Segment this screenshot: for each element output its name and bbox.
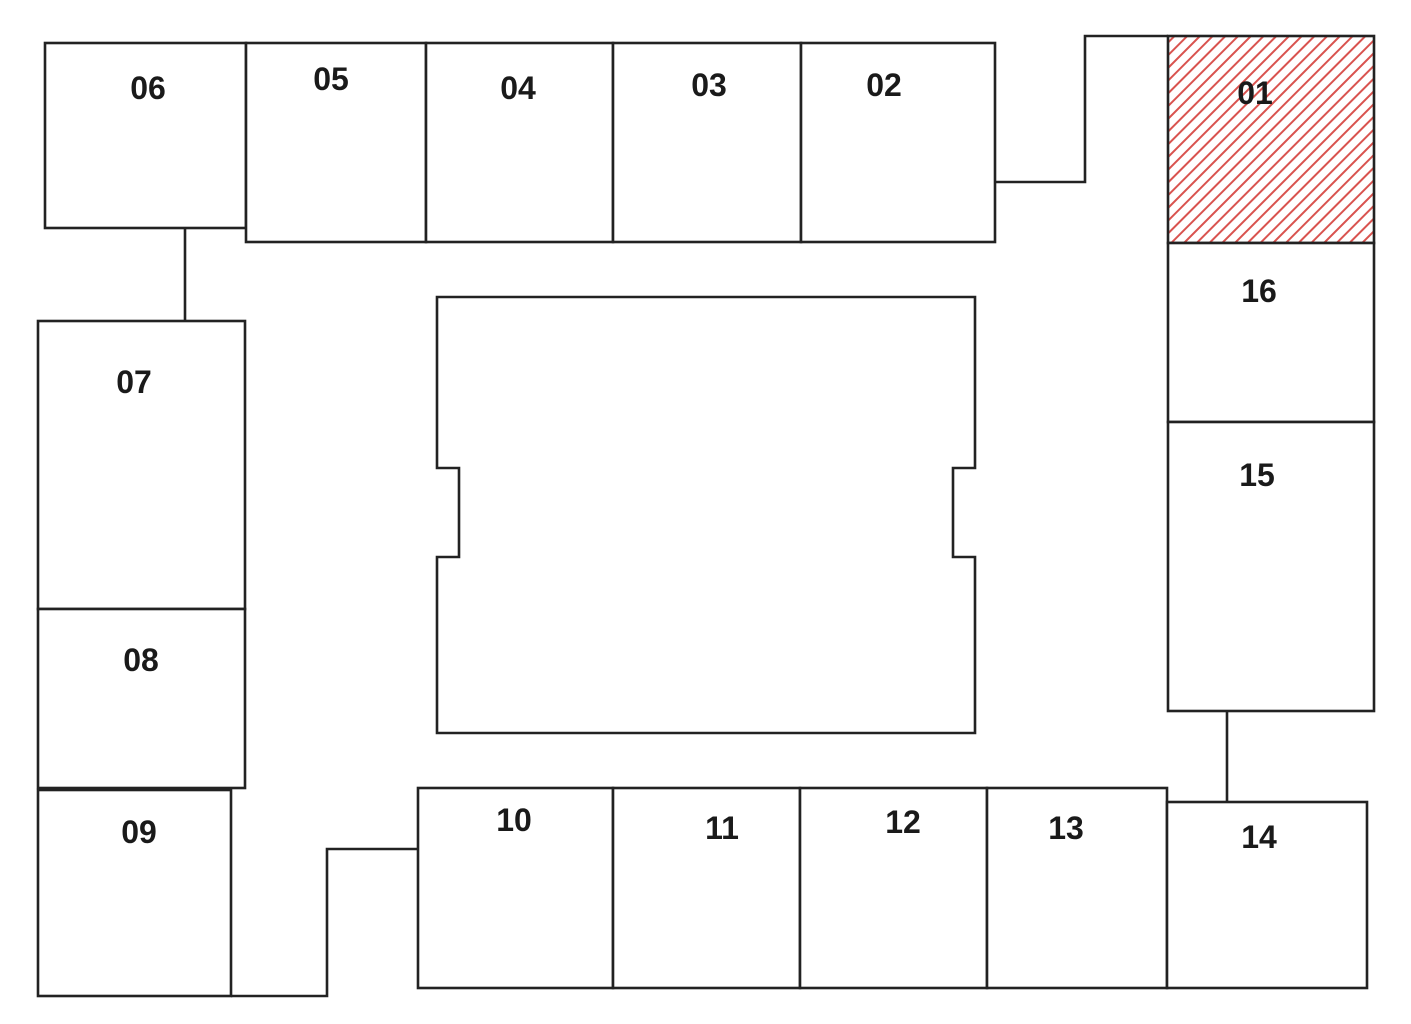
room-15-label: 15 bbox=[1239, 457, 1275, 493]
room-04-label: 04 bbox=[500, 70, 536, 106]
room-07-label: 07 bbox=[116, 364, 152, 400]
room-04-outline bbox=[424, 41, 615, 244]
room-03-outline bbox=[611, 41, 803, 244]
room-04[interactable]: 04 bbox=[424, 41, 615, 244]
room-15-outline bbox=[1166, 420, 1376, 713]
room-09[interactable]: 09 bbox=[36, 788, 233, 998]
room-11[interactable]: 11 bbox=[611, 786, 802, 990]
corridor-wall-bottom-left bbox=[231, 847, 418, 998]
room-08-label: 08 bbox=[123, 642, 159, 678]
room-02-outline bbox=[799, 41, 997, 244]
room-09-outline bbox=[36, 788, 233, 998]
room-05-label: 05 bbox=[313, 61, 349, 97]
room-10-label: 10 bbox=[496, 802, 532, 838]
room-06-label: 06 bbox=[130, 70, 166, 106]
room-05-outline bbox=[244, 41, 428, 244]
central-courtyard bbox=[435, 295, 977, 735]
room-13-outline bbox=[985, 786, 1169, 990]
room-07-outline bbox=[36, 319, 247, 611]
room-01-outline bbox=[1166, 34, 1376, 245]
room-02-label: 02 bbox=[866, 67, 902, 103]
room-13[interactable]: 13 bbox=[985, 786, 1169, 990]
room-13-label: 13 bbox=[1048, 810, 1084, 846]
room-12[interactable]: 12 bbox=[798, 786, 989, 990]
room-14-outline bbox=[1165, 800, 1369, 990]
room-06[interactable]: 06 bbox=[43, 41, 248, 230]
room-16-outline bbox=[1166, 241, 1376, 424]
room-16-label: 16 bbox=[1241, 273, 1277, 309]
corridor-wall-top-right bbox=[995, 34, 1168, 184]
room-15[interactable]: 15 bbox=[1166, 420, 1376, 713]
room-01[interactable]: 01 bbox=[1166, 34, 1376, 245]
room-07[interactable]: 07 bbox=[36, 319, 247, 611]
room-12-outline bbox=[798, 786, 989, 990]
room-14-label: 14 bbox=[1241, 819, 1277, 855]
room-03[interactable]: 03 bbox=[611, 41, 803, 244]
room-03-label: 03 bbox=[691, 67, 727, 103]
room-08[interactable]: 08 bbox=[36, 607, 247, 790]
room-08-outline bbox=[36, 607, 247, 790]
room-11-outline bbox=[611, 786, 802, 990]
room-06-outline bbox=[43, 41, 248, 230]
room-11-label: 11 bbox=[705, 810, 739, 846]
room-16[interactable]: 16 bbox=[1166, 241, 1376, 424]
room-01-label: 01 bbox=[1237, 75, 1273, 111]
room-12-label: 12 bbox=[885, 804, 921, 840]
room-10[interactable]: 10 bbox=[416, 786, 615, 990]
room-10-outline bbox=[416, 786, 615, 990]
room-14[interactable]: 14 bbox=[1165, 800, 1369, 990]
room-05[interactable]: 05 bbox=[244, 41, 428, 244]
room-02[interactable]: 02 bbox=[799, 41, 997, 244]
room-09-label: 09 bbox=[121, 814, 157, 850]
